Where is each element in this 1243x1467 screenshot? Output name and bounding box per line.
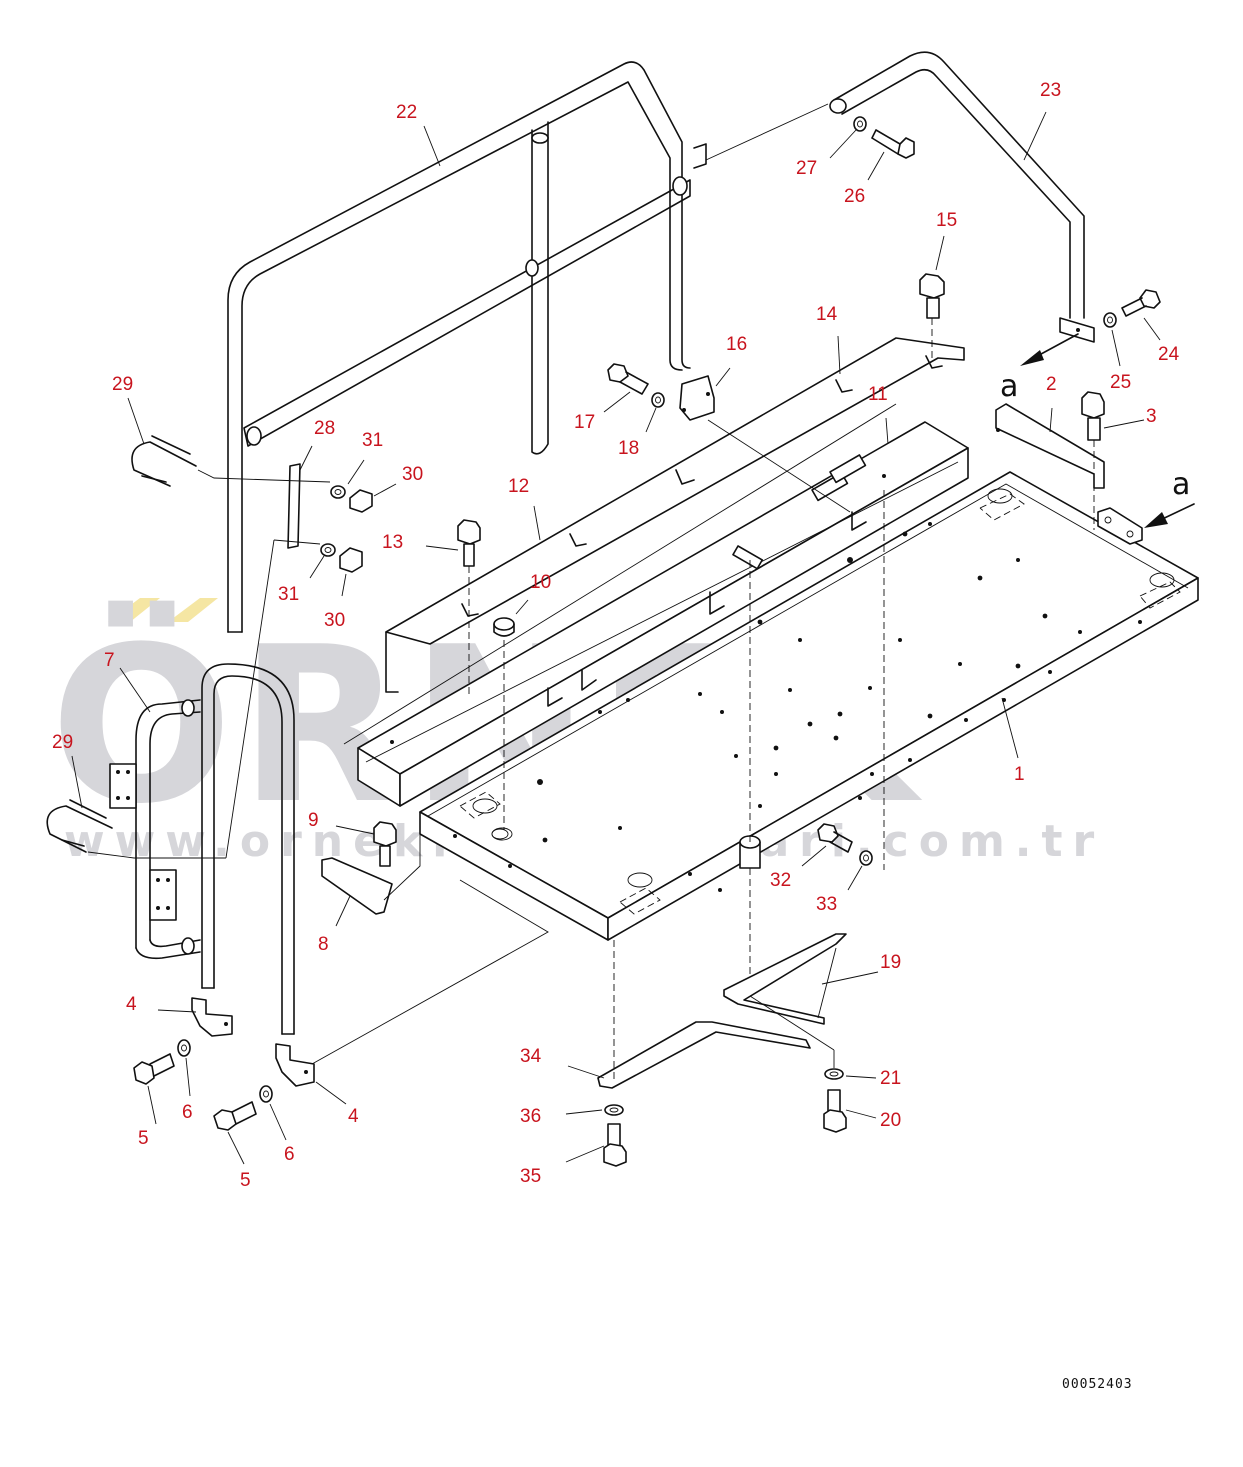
watermark-accent-left (108, 598, 160, 622)
callout-30b: 30 (324, 610, 345, 631)
callout-11: 11 (868, 384, 888, 405)
bolt-9 (335, 821, 397, 867)
callout-19: 19 (880, 952, 901, 973)
bolt-15 (883, 235, 945, 870)
watermark-accent-right (168, 598, 218, 622)
callout-32: 32 (770, 870, 791, 891)
nut-30b (339, 547, 363, 597)
callout-10: 10 (530, 572, 551, 593)
bolt-17 (603, 363, 649, 413)
callout-24: 24 (1158, 344, 1180, 365)
view-arrow-a-left: a (1000, 333, 1079, 404)
washer-31b (309, 543, 336, 579)
callout-23: 23 (1040, 80, 1061, 101)
bolt-26 (867, 129, 915, 181)
callout-30a: 30 (402, 464, 423, 485)
callout-5a: 5 (138, 1128, 149, 1149)
washer-33 (847, 850, 873, 891)
bracket-2 (995, 403, 1105, 489)
callout-2: 2 (1046, 374, 1057, 395)
post (739, 560, 761, 986)
callout-9: 9 (308, 810, 319, 831)
callout-labels: 1 2 3 4 4 5 5 6 6 7 8 9 10 11 12 13 14 1… (52, 80, 1180, 1191)
washer-27 (829, 116, 867, 159)
inner-rail (357, 417, 969, 807)
callout-5b: 5 (240, 1170, 251, 1191)
guard-rail-long (227, 61, 829, 633)
callout-31a: 31 (362, 430, 383, 451)
bracket-34 (567, 940, 811, 1089)
callout-35: 35 (520, 1166, 541, 1187)
u-bolt-lower (46, 755, 226, 859)
drawing-number: 00052403 (1062, 1377, 1133, 1392)
bolt-20 (823, 1089, 877, 1133)
callout-7: 7 (104, 650, 115, 671)
callout-21: 21 (880, 1068, 901, 1089)
callout-28: 28 (314, 418, 335, 439)
handrail-7 (109, 663, 295, 1035)
bolt-3 (1081, 391, 1145, 530)
callout-14: 14 (816, 304, 838, 325)
bolt-5b (213, 1101, 257, 1165)
clamp-4b (275, 879, 549, 1105)
callout-8: 8 (318, 934, 329, 955)
callout-27: 27 (796, 158, 817, 179)
callout-6a: 6 (182, 1102, 193, 1123)
washer-6b (259, 1085, 287, 1141)
callout-26: 26 (844, 186, 865, 207)
bracket-19 (723, 933, 879, 1068)
guard-rail-short (829, 51, 1095, 343)
washer-18 (645, 392, 665, 433)
view-arrow-a-right: a (1097, 467, 1195, 545)
callout-31b: 31 (278, 584, 299, 605)
callout-3: 3 (1146, 406, 1157, 427)
bolt-35 (565, 1123, 627, 1167)
u-bolt-upper (127, 397, 331, 487)
callout-29b: 29 (52, 732, 73, 753)
callout-20: 20 (880, 1110, 901, 1131)
callout-15: 15 (936, 210, 957, 231)
washer-36 (565, 1104, 624, 1116)
washer-25 (1103, 312, 1121, 367)
callout-17: 17 (574, 412, 595, 433)
washer-6a (177, 1039, 191, 1097)
callout-4b: 4 (348, 1106, 359, 1127)
washer-31a (330, 459, 365, 499)
callout-4a: 4 (126, 994, 137, 1015)
clamp-4a (157, 997, 233, 1037)
callout-34: 34 (520, 1046, 542, 1067)
callout-25: 25 (1110, 372, 1131, 393)
upper-rail (343, 335, 965, 745)
strap-28 (225, 445, 313, 859)
bracket-16 (679, 367, 851, 513)
callout-13: 13 (382, 532, 403, 553)
callout-1: 1 (1014, 764, 1025, 785)
callout-36: 36 (520, 1106, 541, 1127)
washer-21 (824, 1068, 877, 1080)
plate-8 (321, 814, 421, 927)
bolt-13 (425, 519, 481, 696)
callout-12: 12 (508, 476, 529, 497)
view-label-a-right: a (1172, 467, 1190, 502)
callout-6b: 6 (284, 1144, 295, 1165)
bolt-32 (801, 823, 853, 867)
nut-30a (349, 483, 397, 513)
callout-33: 33 (816, 894, 837, 915)
callout-18: 18 (618, 438, 639, 459)
view-label-a-left: a (1000, 369, 1018, 404)
bolt-24 (1121, 289, 1161, 341)
cap-10 (491, 599, 529, 841)
callout-16: 16 (726, 334, 747, 355)
callout-22: 22 (396, 102, 417, 123)
bolt-5a (133, 1053, 175, 1125)
callout-29a: 29 (112, 374, 133, 395)
